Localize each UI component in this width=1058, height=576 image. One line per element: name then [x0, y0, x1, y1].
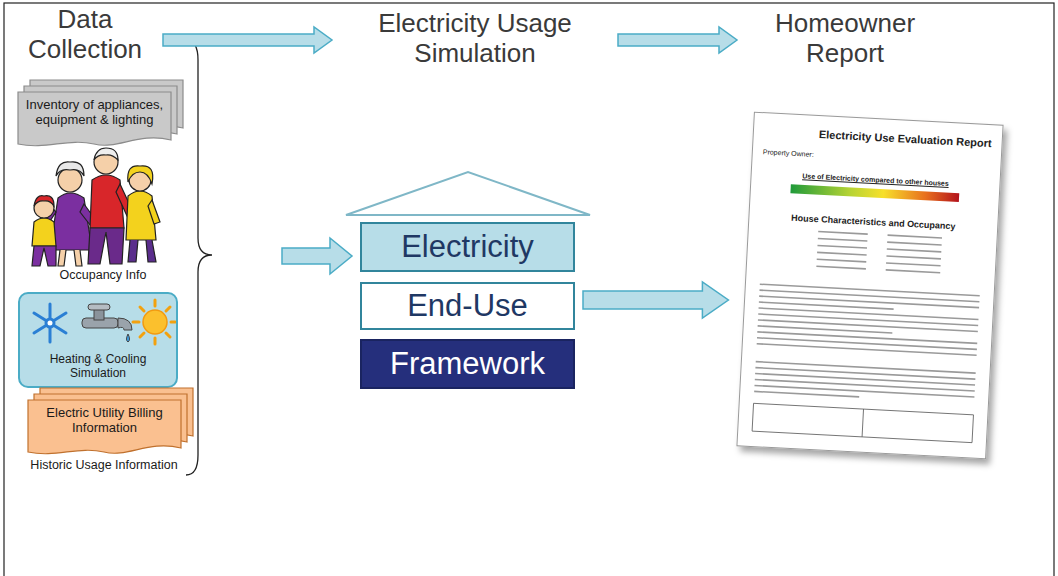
node-label: Framework: [390, 346, 545, 382]
icon-group: [20, 296, 176, 350]
block-arrow: [163, 27, 332, 53]
text-line: [887, 242, 941, 245]
document-stack: Electric Utility Billing Information: [28, 388, 193, 458]
caption-label: Occupancy Info: [28, 268, 178, 283]
node-label: End-Use: [407, 288, 528, 324]
text-line: [759, 296, 979, 308]
text-line: [759, 308, 979, 320]
text-line: [818, 238, 868, 241]
text-line: [886, 263, 940, 266]
node-label: Heating & Cooling Simulation: [24, 352, 172, 380]
text-line: [760, 284, 980, 296]
signature-table: [752, 403, 973, 442]
text-line: [817, 252, 867, 255]
report-page: Electricity Use Evaluation ReportPropert…: [736, 112, 1003, 460]
document-stack: Inventory of appliances, equipment & lig…: [18, 80, 183, 150]
text-line: [886, 256, 940, 259]
climate-icons: [34, 300, 175, 344]
report-content: [737, 113, 1002, 459]
house-roof: [346, 172, 590, 215]
text-line: [757, 344, 977, 356]
text-line: [757, 338, 977, 350]
framework-box: Framework: [360, 339, 575, 389]
text-line: [817, 259, 867, 262]
node-label: Electricity Usage Simulation: [340, 8, 610, 68]
section-heading: Data Collection: [15, 4, 155, 64]
text-line: [758, 320, 978, 332]
text-line: [754, 391, 859, 397]
text-line: [754, 385, 974, 397]
table-rule: [862, 409, 863, 437]
faucet-icon: [82, 304, 132, 342]
text-line: [755, 368, 975, 380]
sun-icon: [133, 300, 175, 344]
node-label: Electric Utility Billing Information: [34, 405, 175, 435]
node-label: Data Collection: [15, 4, 155, 64]
text-line: [818, 232, 868, 235]
text-line: [756, 362, 976, 374]
block-arrow: [583, 282, 728, 318]
text-line: [817, 245, 867, 248]
text-line: [755, 374, 975, 386]
framework-box: Electricity: [360, 222, 575, 272]
text-line: [886, 270, 940, 273]
rounded-panel: Heating & Cooling Simulation: [18, 292, 178, 388]
figure-frame: [4, 3, 1054, 576]
report-text: House Characteristics and Occupancy: [759, 211, 987, 234]
text-line: [816, 266, 866, 269]
report-text: Property Owner:: [763, 147, 991, 168]
text-line: [758, 326, 893, 333]
text-line: [755, 380, 975, 392]
text-line: [888, 235, 942, 238]
document-page: [28, 400, 181, 454]
flow-arrow: [282, 238, 352, 274]
text-line: [757, 332, 977, 344]
section-heading: Electricity Usage Simulation: [340, 8, 610, 68]
caption-label: Historic Usage Information: [16, 458, 192, 473]
text-line: [758, 314, 978, 326]
section-heading: Homeowner Report: [745, 8, 945, 68]
node-label: Electricity: [401, 229, 534, 265]
block-arrow: [618, 27, 737, 53]
text-line: [759, 290, 979, 302]
snowflake-icon: [34, 304, 66, 342]
framework-box: End-Use: [360, 282, 575, 330]
text-line: [887, 249, 941, 252]
family-clipart: [32, 148, 160, 266]
document-page: [18, 92, 171, 146]
text-line: [759, 302, 894, 309]
node-label: Inventory of appliances, equipment & lig…: [24, 97, 165, 127]
node-label: Homeowner Report: [745, 8, 945, 68]
report-text: Electricity Use Evaluation Report: [764, 125, 992, 150]
